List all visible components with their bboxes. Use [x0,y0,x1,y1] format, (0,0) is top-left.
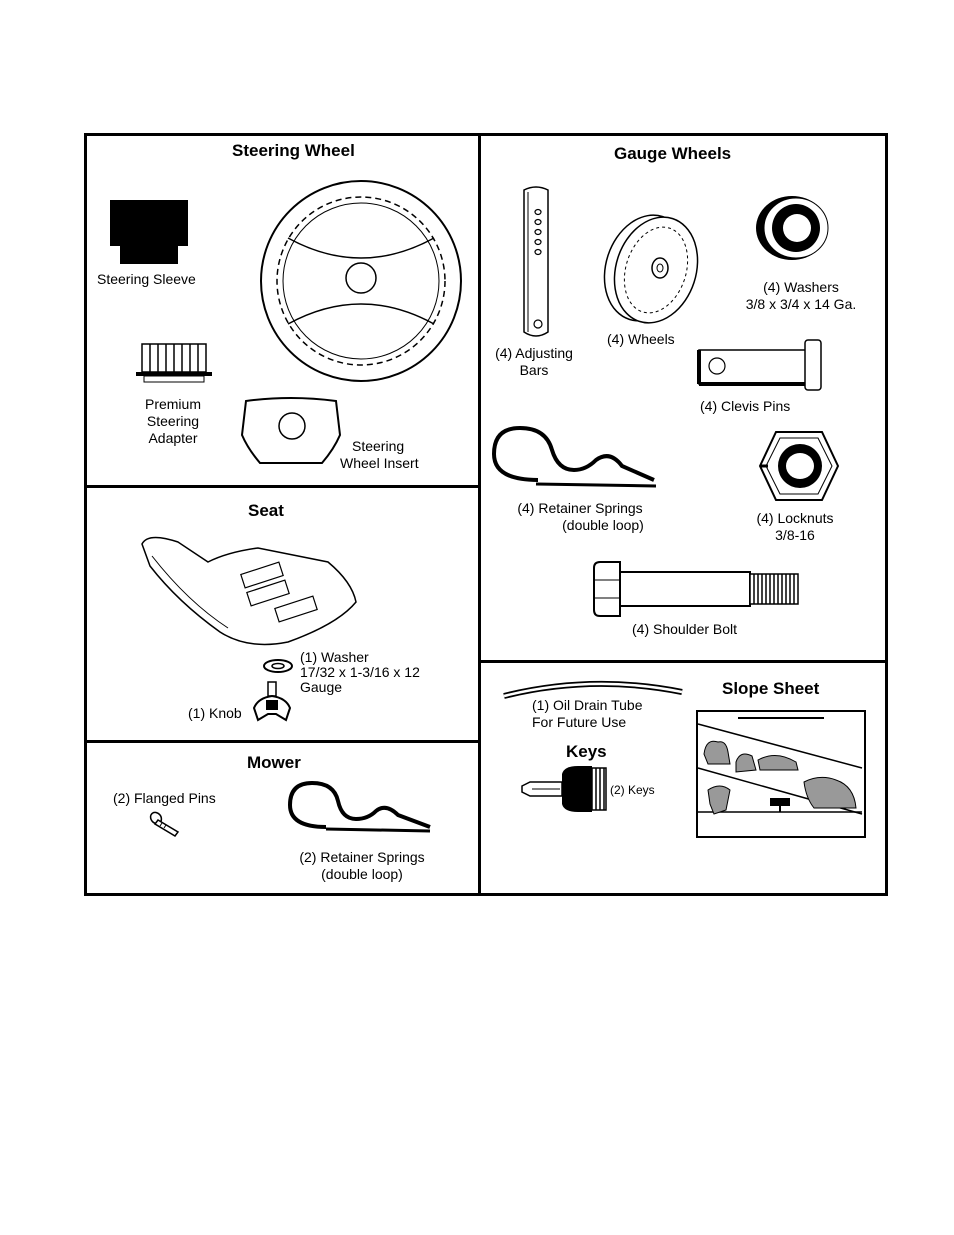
seat-image [141,536,357,646]
seat-mower-divider [87,740,478,743]
gauge-misc-divider [481,660,885,663]
washer-large-image [756,196,829,260]
locknut-image [758,431,840,501]
keys-title: Keys [566,742,607,761]
knob-icon [252,681,292,722]
gauge-wheels-title: Gauge Wheels [614,144,732,163]
clevis-pin-image [697,339,822,391]
oil-drain-tube-label: (1) Oil Drain Tube For Future Use [532,697,642,731]
adapter-label-line-1: Premium [144,396,201,412]
gauge-springs-line-1: (4) Retainer Springs [517,500,643,516]
washers-line-1: (4) Washers [763,279,839,295]
steering-seat-divider [87,485,478,488]
seat-title: Seat [248,501,284,520]
premium-steering-adapter-label: Premium Steering Adapter [138,396,208,447]
washer-label-line-3: Gauge [300,679,343,695]
adjusting-bar-image [523,186,549,337]
key-image [521,766,607,812]
knob-label: (1) Knob [188,705,242,721]
keys-label: (2) Keys [610,783,655,797]
gauge-springs-line-2: (double loop) [562,517,644,533]
slope-sheet-image [696,710,866,838]
locknuts-line-2: 3/8-16 [775,527,815,543]
steering-wheel-insert-image [240,397,342,464]
locknuts-line-1: (4) Locknuts [756,510,834,526]
gauge-retainer-spring-image [491,425,657,488]
oil-drain-tube-image [503,680,683,699]
adapter-label-line-3: Adapter [148,430,198,446]
mower-springs-line-2: (double loop) [321,866,403,882]
mower-springs-line-1: (2) Retainer Springs [299,849,425,865]
washers-line-2: 3/8 x 3/4 x 14 Ga. [745,296,857,312]
vertical-divider [478,136,481,893]
washer-label-line-1: (1) Washer [300,649,369,665]
oil-tube-line-1: (1) Oil Drain Tube [532,697,643,713]
steering-wheel-title: Steering Wheel [232,141,355,160]
adjusting-bars-label: (4) Adjusting Bars [490,345,578,379]
washer-icon [263,659,293,673]
premium-steering-adapter-image [136,343,212,383]
oil-tube-line-2: For Future Use [532,714,627,730]
shoulder-bolt-image [593,561,799,617]
washer-label-line-2: 17/32 x 1-3/16 x 12 [300,664,420,680]
insert-label-line-1: Steering [352,438,405,454]
adapter-label-line-2: Steering [146,413,200,429]
mower-retainer-springs-label: (2) Retainer Springs (double loop) [286,849,438,883]
mower-title: Mower [247,753,301,772]
insert-label-line-2: Wheel Insert [340,455,419,471]
steering-sleeve-image [110,200,188,264]
clevis-pins-label: (4) Clevis Pins [700,398,791,414]
steering-wheel-insert-label: Steering Wheel Insert [340,438,419,472]
washers-label: (4) Washers 3/8 x 3/4 x 14 Ga. [726,279,876,313]
adjusting-bars-line-2: Bars [519,362,549,378]
gauge-retainer-springs-label: (4) Retainer Springs (double loop) [500,500,660,534]
flanged-pins-label: (2) Flanged Pins [113,790,216,806]
adjusting-bars-line-1: (4) Adjusting [495,345,573,361]
flanged-pin-icon [149,811,180,837]
wheels-label: (4) Wheels [607,331,675,347]
steering-wheel-image [260,180,462,382]
locknuts-label: (4) Locknuts 3/8-16 [740,510,850,544]
parts-diagram-frame [84,133,888,896]
steering-sleeve-label: Steering Sleeve [97,271,196,287]
wheel-image [603,214,699,324]
shoulder-bolt-label: (4) Shoulder Bolt [632,621,738,637]
mower-retainer-spring-image [287,780,431,833]
slope-sheet-title: Slope Sheet [722,679,820,698]
seat-washer-label: (1) Washer 17/32 x 1-3/16 x 12 Gauge [300,650,420,695]
